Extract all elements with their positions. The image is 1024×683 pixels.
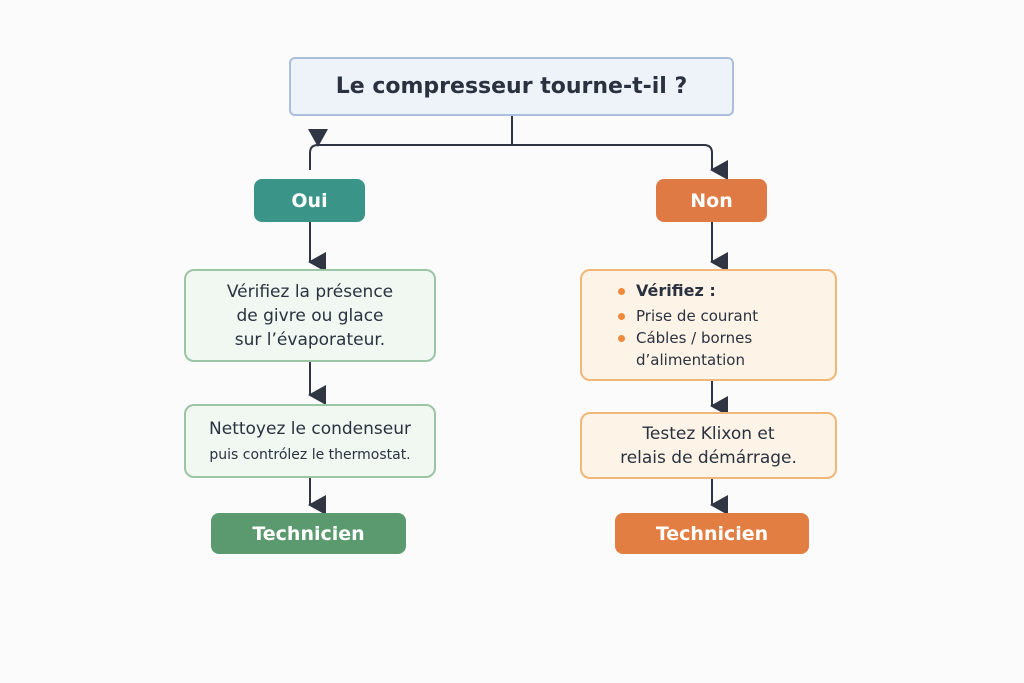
technician-text: Technicien — [655, 522, 769, 545]
line: Vérifiez la présence — [226, 281, 394, 302]
arrow-to-no — [703, 144, 728, 180]
list-heading: Vérifiez : — [616, 280, 758, 302]
yes-technician: Technicien — [211, 513, 406, 554]
line: sur l’évaporateur. — [234, 329, 386, 350]
line: relais de démárrage. — [620, 447, 797, 468]
yes-step1-box: Vérifiez la présence de givre ou glace s… — [184, 269, 436, 362]
question-box: Le compresseur tourne-t-il ? — [289, 57, 734, 116]
line: Nettoyez le condenseur — [209, 419, 411, 439]
check-list: Vérifiez : Prise de courant Cábles / bor… — [616, 280, 758, 371]
list-item: Cábles / bornes — [616, 327, 758, 349]
branch-line — [318, 116, 704, 146]
no-text: Non — [690, 189, 733, 212]
no-technician: Technicien — [615, 513, 809, 554]
list-item: Prise de courant — [616, 305, 758, 327]
yes-text: Oui — [291, 189, 328, 212]
question-text: Le compresseur tourne-t-il ? — [335, 74, 688, 99]
arrow-to-yes — [307, 128, 328, 170]
no-step1-box: Vérifiez : Prise de courant Cábles / bor… — [580, 269, 837, 381]
line: Testez Klixon et — [642, 423, 775, 444]
technician-text: Technicien — [252, 522, 365, 545]
yes-label: Oui — [254, 179, 365, 222]
no-label: Non — [656, 179, 767, 222]
yes-step2-box: Nettoyez le condenseur puis contrólez le… — [184, 404, 436, 478]
line: puis contrólez le thermostat. — [209, 447, 411, 463]
no-step2-box: Testez Klixon et relais de démárrage. — [580, 412, 837, 479]
list-item-continuation: d’alimentation — [636, 350, 745, 369]
line: de givre ou glace — [236, 305, 384, 326]
